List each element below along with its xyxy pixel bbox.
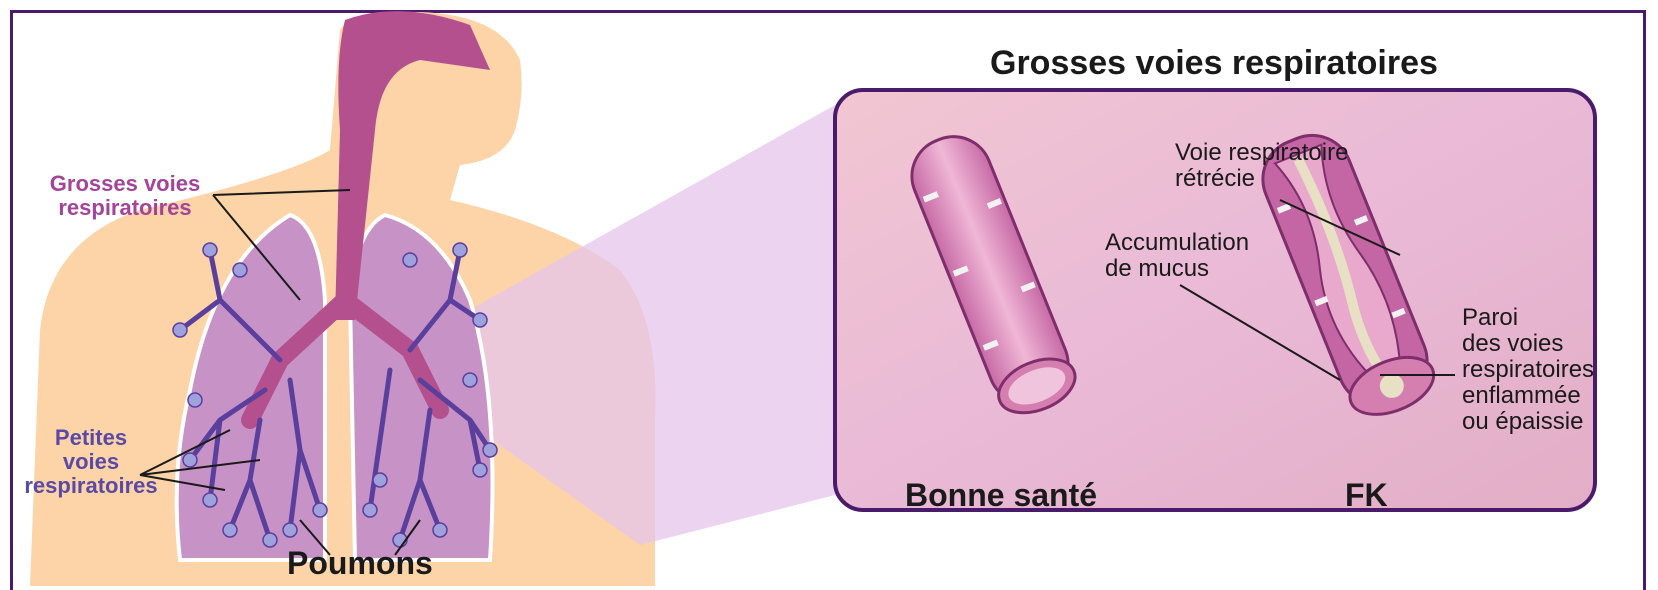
label-narrowed-line1: Voie respiratoire (1175, 140, 1348, 166)
label-small-airways-line2: voies (16, 450, 166, 474)
label-large-airways: Grosses voies respiratoires (30, 172, 220, 220)
label-cf: FK (1345, 478, 1388, 513)
label-large-airways-line2: respiratoires (30, 196, 220, 220)
label-mucus: Accumulation de mucus (1105, 230, 1249, 282)
label-mucus-line1: Accumulation (1105, 230, 1249, 256)
label-healthy: Bonne santé (905, 478, 1097, 513)
label-airway-wall: Paroi des voies respiratoires enflammée … (1462, 305, 1594, 435)
label-narrowed-line2: rétrécie (1175, 166, 1348, 192)
label-wall-line2: des voies (1462, 331, 1594, 357)
label-wall-line3: respiratoires (1462, 357, 1594, 383)
label-small-airways-line1: Petites (16, 426, 166, 450)
label-wall-line4: enflammée (1462, 383, 1594, 409)
label-large-airways-line1: Grosses voies (30, 172, 220, 196)
label-wall-line1: Paroi (1462, 305, 1594, 331)
label-lungs: Poumons (287, 546, 433, 581)
label-narrowed-airway: Voie respiratoire rétrécie (1175, 140, 1348, 192)
label-mucus-line2: de mucus (1105, 256, 1249, 282)
label-small-airways-line3: respiratoires (16, 474, 166, 498)
label-wall-line5: ou épaissie (1462, 409, 1594, 435)
panel-title: Grosses voies respiratoires (990, 45, 1438, 82)
label-small-airways: Petites voies respiratoires (16, 426, 166, 497)
